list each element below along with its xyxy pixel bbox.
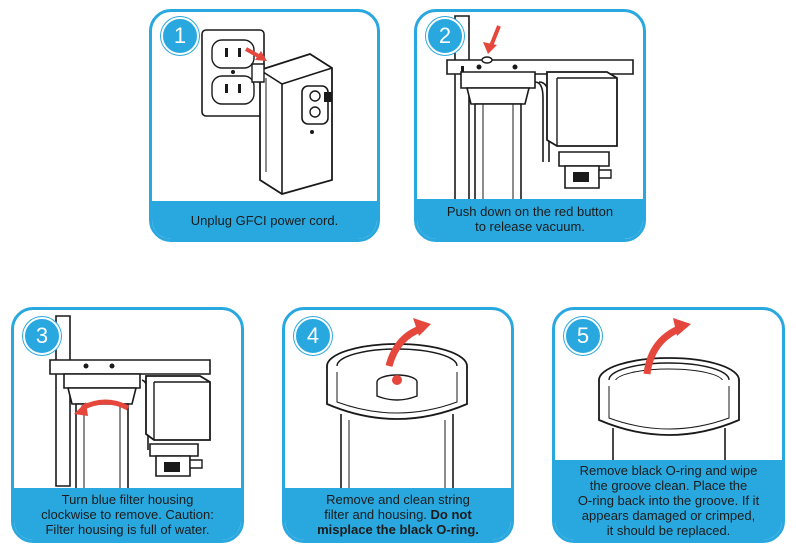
step-2-card: 2 Push down on the red button to release… — [414, 9, 646, 242]
step-2-caption: Push down on the red button to release v… — [417, 199, 643, 239]
o-ring-illustration — [555, 318, 782, 460]
step-3-card: 3 Turn blue filter housing clockwise to … — [11, 307, 244, 543]
step-2-badge: 2 — [426, 17, 464, 55]
step-4-card: 4 Remove and clean string filter and hou… — [282, 307, 514, 543]
step-3-caption-line-3: Filter housing is full of water. — [45, 521, 210, 537]
step-1-card: 1 Unplug GFCI power cord. — [149, 9, 380, 242]
step-3-caption: Turn blue filter housing clockwise to re… — [14, 488, 241, 540]
step-1-badge: 1 — [161, 17, 199, 55]
step-3-badge: 3 — [23, 317, 61, 355]
step-4-caption-line-2: filter and housing. Do not — [324, 507, 471, 522]
step-4-badge: 4 — [294, 317, 332, 355]
gfci-unplug-illustration — [152, 12, 377, 239]
step-4-caption-line-3: misplace the black O-ring. — [317, 521, 479, 537]
step-5-caption-line-2: the groove clean. Place the — [589, 477, 748, 493]
step-5-caption-line-3: O-ring back into the groove. If it — [577, 492, 760, 508]
filter-housing-top-illustration — [285, 318, 511, 490]
step-4-caption-line-1: Remove and clean string — [326, 491, 470, 507]
turn-housing-illustration — [14, 310, 241, 540]
step-1-caption-text: Unplug GFCI power cord. — [190, 212, 339, 228]
step-5-caption-line-5: it should be replaced. — [606, 522, 731, 538]
step-5-caption: Remove black O-ring and wipe the groove … — [555, 460, 782, 540]
step-1-caption: Unplug GFCI power cord. — [152, 201, 377, 239]
step-4-caption: Remove and clean string filter and housi… — [285, 488, 511, 540]
step-5-caption-line-4: appears damaged or crimped, — [581, 507, 756, 523]
push-red-button-illustration — [417, 12, 643, 239]
step-4-caption-line-2-bold: Do not — [430, 506, 472, 522]
step-5-card: 5 Remove black O-ring and wipe the groov… — [552, 307, 785, 543]
step-2-caption-line-2: to release vacuum. — [475, 219, 585, 234]
step-5-caption-line-1: Remove black O-ring and wipe — [579, 462, 758, 478]
step-3-caption-line-1: Turn blue filter housing — [61, 491, 194, 507]
step-3-caption-line-2: clockwise to remove. Caution: — [41, 506, 214, 522]
step-5-badge: 5 — [564, 317, 602, 355]
step-2-caption-line-1: Push down on the red button — [446, 204, 614, 219]
step-4-caption-line-2-plain: filter and housing. — [324, 506, 431, 522]
